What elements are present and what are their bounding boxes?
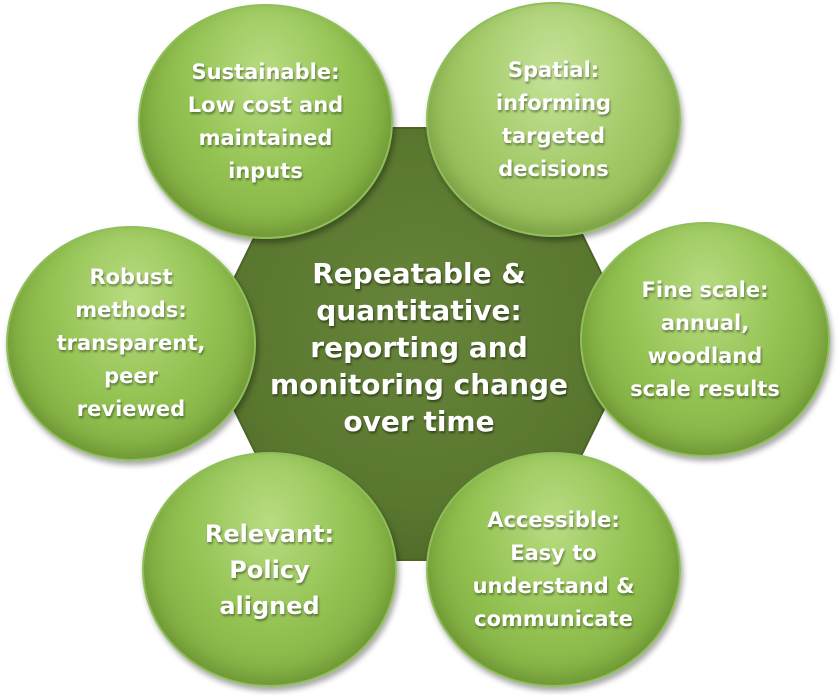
- bubble-fine-scale: Fine scale: annual, woodland scale resul…: [580, 222, 830, 457]
- bubble-accessible: Accessible: Easy to understand & communi…: [426, 452, 681, 687]
- bubble-sustainable: Sustainable: Low cost and maintained inp…: [138, 4, 393, 239]
- center-statement: Repeatable & quantitative: reporting and…: [269, 256, 569, 438]
- bubble-spatial-text: Spatial: informing targeted decisions: [495, 57, 612, 181]
- bubble-robust: Robust methods: transparent, peer review…: [6, 226, 256, 461]
- bubble-relevant: Relevant: Policy aligned: [142, 452, 397, 687]
- bubble-accessible-text: Accessible: Easy to understand & communi…: [472, 507, 635, 631]
- bubble-sustainable-text: Sustainable: Low cost and maintained inp…: [187, 59, 344, 183]
- bubble-fine-scale-text: Fine scale: annual, woodland scale resul…: [630, 277, 780, 401]
- bubble-relevant-text: Relevant: Policy aligned: [204, 519, 335, 620]
- bubble-spatial: Spatial: informing targeted decisions: [426, 2, 681, 237]
- bubble-robust-text: Robust methods: transparent, peer review…: [56, 265, 206, 421]
